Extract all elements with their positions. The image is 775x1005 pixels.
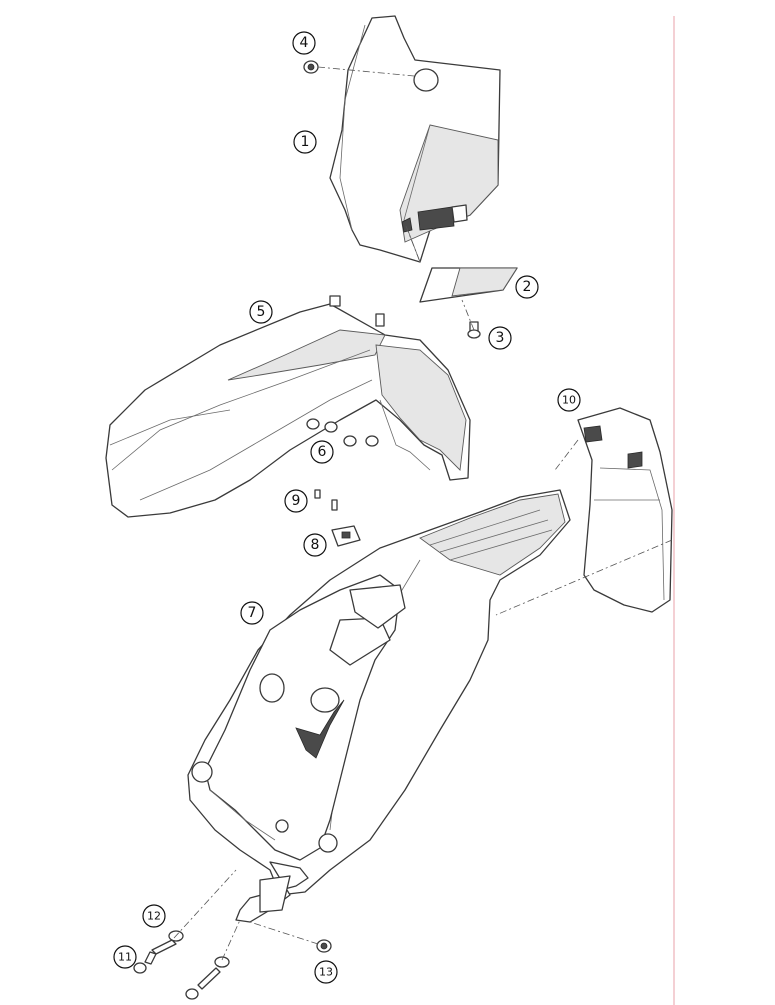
svg-text:4: 4 xyxy=(300,35,309,51)
svg-text:8: 8 xyxy=(311,537,320,553)
part-sticker xyxy=(419,267,518,303)
part-screw-3 xyxy=(467,321,481,339)
callout-5: 5 xyxy=(249,300,273,324)
callout-13: 13 xyxy=(314,960,338,984)
svg-text:10: 10 xyxy=(562,394,576,407)
svg-text:11: 11 xyxy=(118,951,132,964)
part-screws-9 xyxy=(314,489,338,511)
part-bolt-lower xyxy=(185,956,230,1000)
part-bolt-11 xyxy=(133,939,177,974)
callout-7: 7 xyxy=(240,601,264,625)
callout-12: 12 xyxy=(142,904,166,928)
svg-text:1: 1 xyxy=(301,134,310,150)
svg-text:13: 13 xyxy=(319,966,333,979)
callout-9: 9 xyxy=(284,489,308,513)
part-nut-13 xyxy=(316,939,332,953)
callout-8: 8 xyxy=(303,533,327,557)
svg-text:2: 2 xyxy=(523,279,532,295)
callout-11: 11 xyxy=(113,945,137,969)
leader-lines xyxy=(173,66,673,961)
part-clip-8 xyxy=(331,525,361,547)
callout-1: 1 xyxy=(293,130,317,154)
callout-3: 3 xyxy=(488,326,512,350)
part-front-fender xyxy=(105,295,471,518)
svg-text:6: 6 xyxy=(318,444,327,460)
part-mud-flap xyxy=(577,407,673,613)
part-nut-4 xyxy=(303,60,319,74)
callout-10: 10 xyxy=(557,388,581,412)
callout-2: 2 xyxy=(515,275,539,299)
part-nuts-6 xyxy=(306,418,379,447)
svg-text:7: 7 xyxy=(248,605,257,621)
svg-text:5: 5 xyxy=(257,304,266,320)
svg-text:9: 9 xyxy=(292,493,301,509)
part-number-plate xyxy=(329,15,501,263)
svg-text:12: 12 xyxy=(147,910,161,923)
callout-4: 4 xyxy=(292,31,316,55)
svg-text:3: 3 xyxy=(496,330,505,346)
part-rear-fender xyxy=(187,489,571,923)
callout-6: 6 xyxy=(310,440,334,464)
